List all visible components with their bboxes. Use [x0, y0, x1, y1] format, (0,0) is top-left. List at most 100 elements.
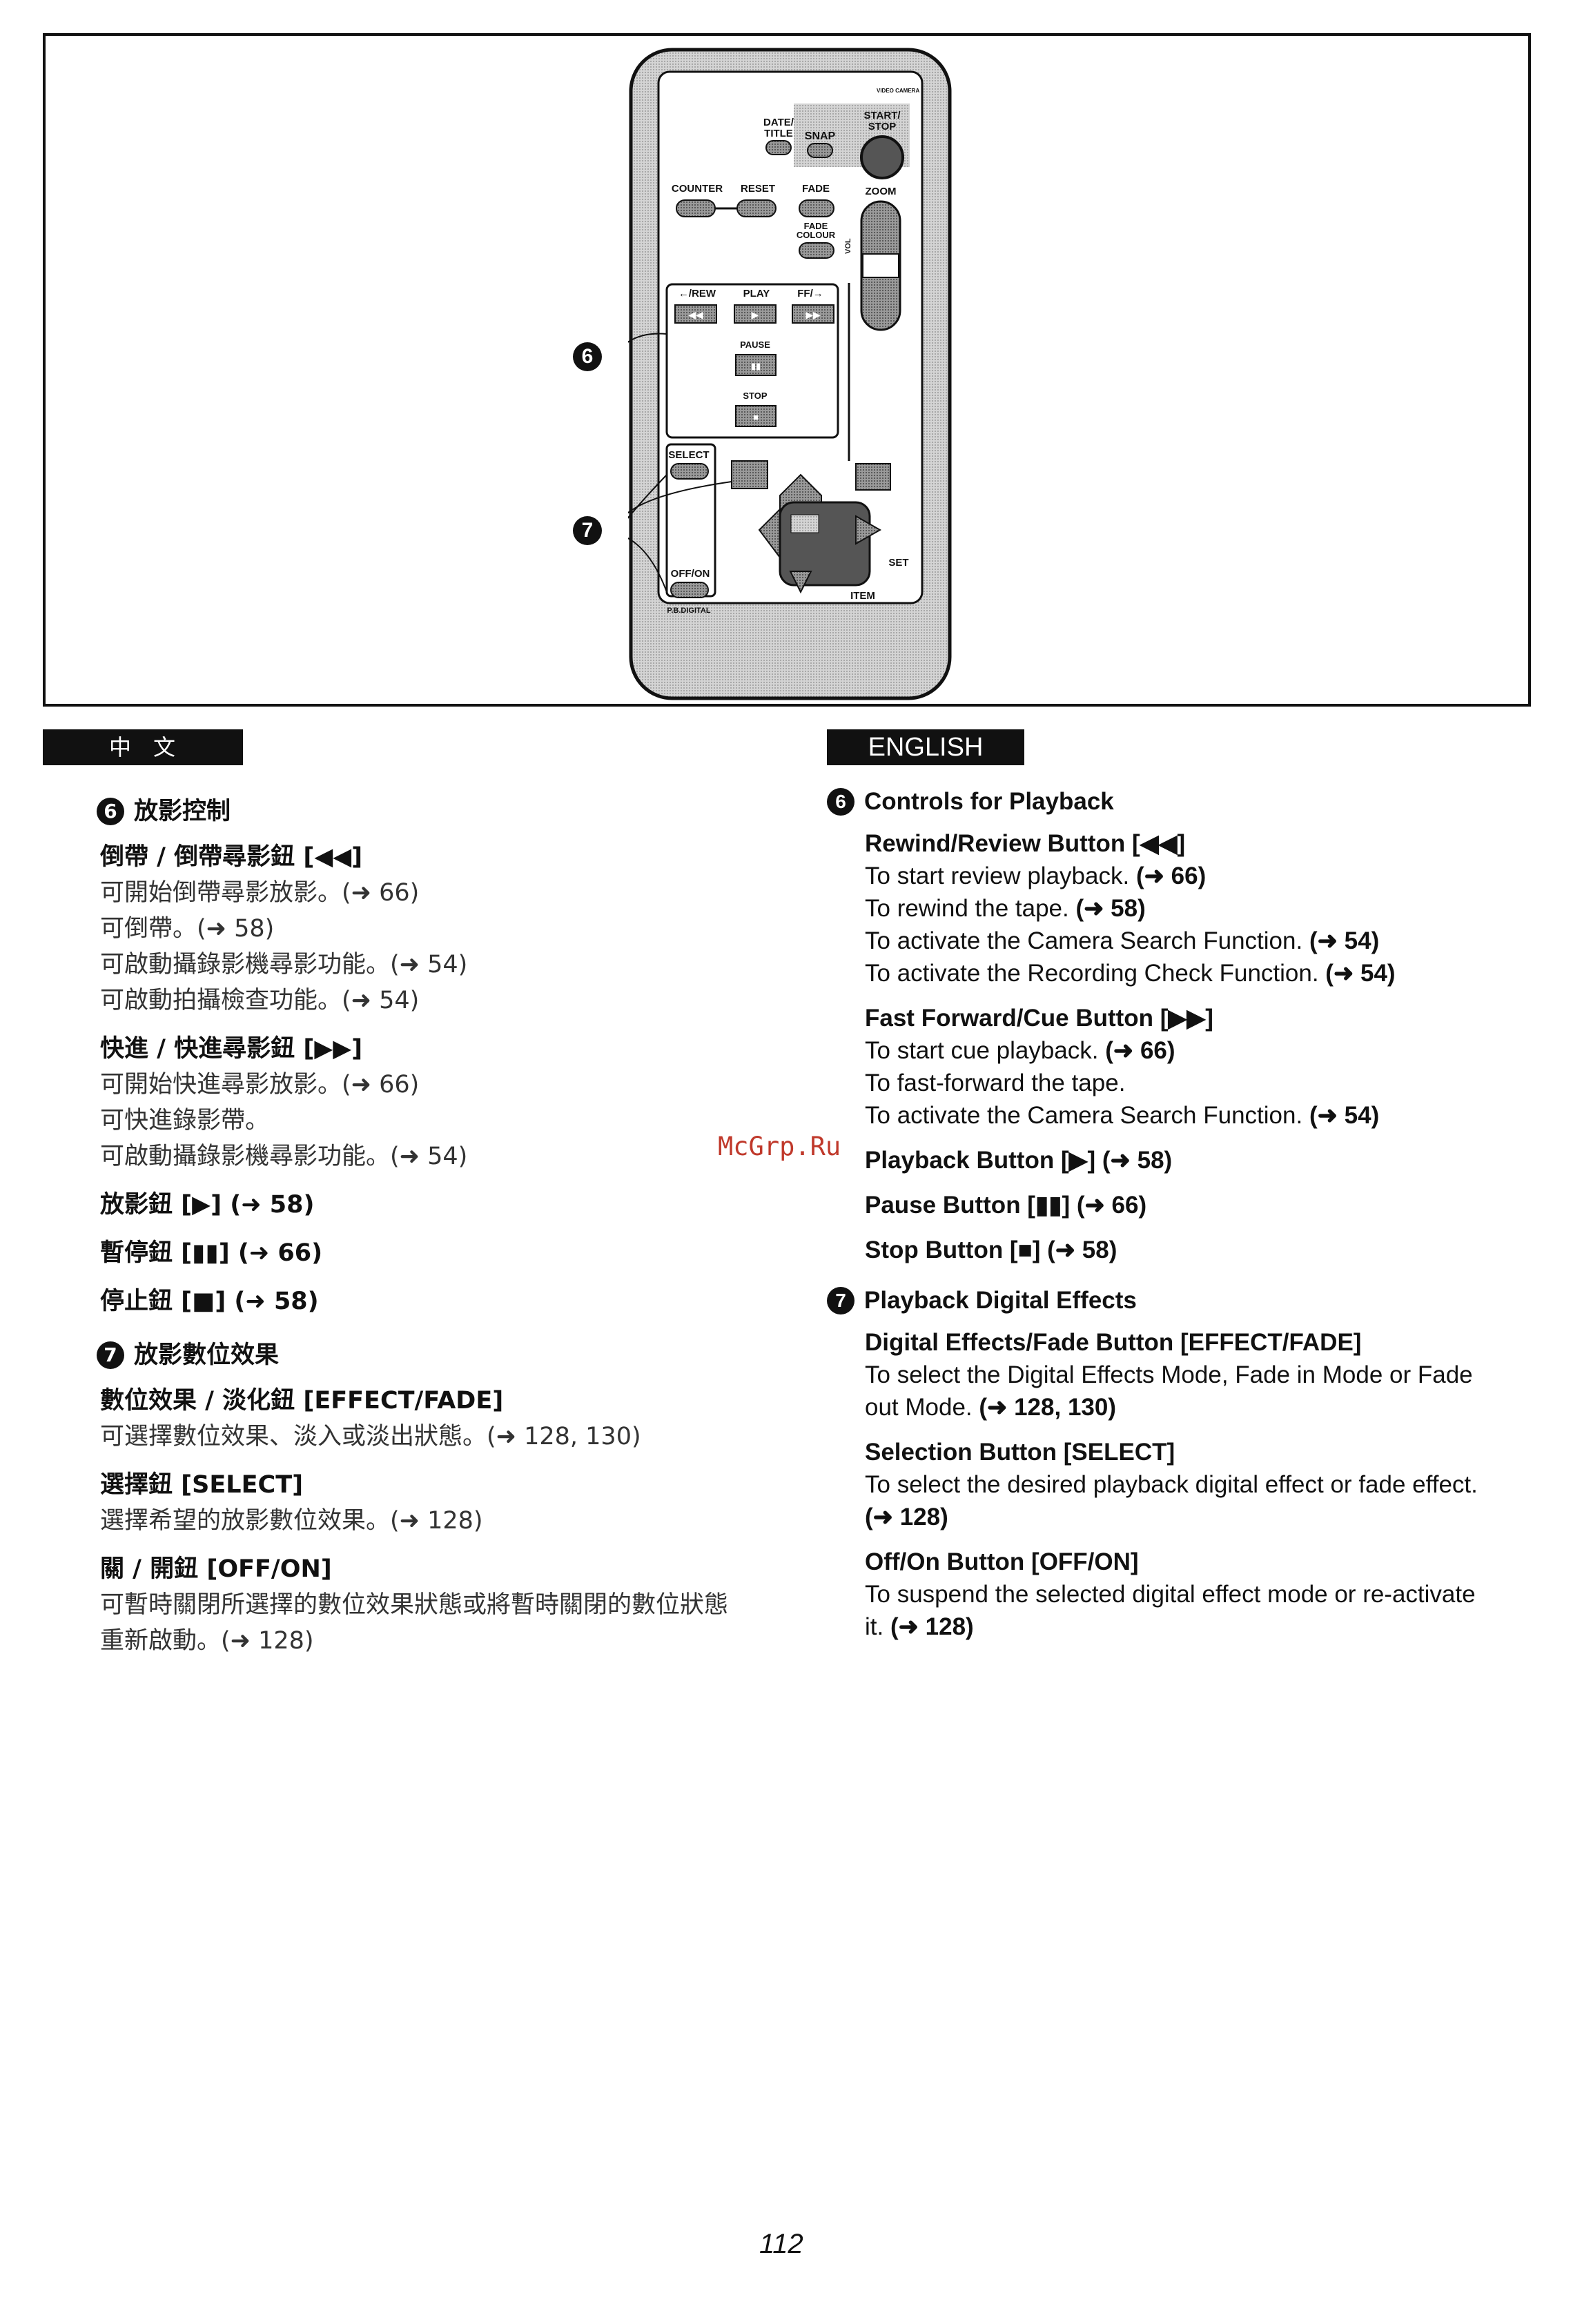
svg-text:DATE/: DATE/: [763, 117, 794, 128]
svg-text:▶: ▶: [752, 309, 759, 320]
pause-button: [735, 354, 777, 376]
svg-text:COUNTER: COUNTER: [672, 183, 723, 195]
section-number: 6: [827, 787, 855, 816]
item: Selection Button [SELECT] To select the d…: [865, 1436, 1538, 1533]
item: 倒帶 / 倒帶尋影鈕 [◀◀]可開始倒帶尋影放影。(➜ 66)可倒帶。(➜ 58…: [100, 839, 787, 1018]
off-on-button: [670, 582, 709, 598]
svg-text:FADE: FADE: [802, 183, 830, 195]
svg-text:ZOOM: ZOOM: [866, 186, 897, 197]
item-line: 可快進錄影帶。: [100, 1107, 270, 1134]
item: Off/On Button [OFF/ON]To suspend the sel…: [865, 1546, 1538, 1643]
page-number: 112: [759, 2229, 803, 2259]
counter-button: [676, 199, 716, 217]
item-line: To start cue playback. (➜ 66): [865, 1037, 1175, 1064]
remote-top-label: VIDEO CAMERA: [877, 88, 919, 94]
item-line: 可開始倒帶尋影放影。(➜ 66): [100, 879, 420, 907]
right-button: [855, 515, 882, 545]
item-title: Fast Forward/Cue Button [▶▶]: [865, 1005, 1213, 1032]
item: Digital Effects/Fade Button [EFFECT/FADE…: [865, 1326, 1538, 1424]
svg-text:COLOUR: COLOUR: [797, 230, 836, 240]
item-line: 可暫時關閉所選擇的數位效果狀態或將暫時關閉的數位狀態: [100, 1591, 729, 1619]
remote-control-illustration: VIDEO CAMERA DATE/ TITLE SNAP START/ STO…: [628, 48, 952, 700]
chinese-language-bar: 中 文: [43, 729, 243, 765]
item-title: 倒帶 / 倒帶尋影鈕 [◀◀]: [100, 843, 363, 871]
section-title: 6 Controls for Playback: [827, 785, 1538, 818]
pb-zoom-button: [855, 463, 891, 491]
item: Rewind/Review Button [◀◀]To start review…: [865, 827, 1538, 989]
watermark: McGrp.Ru: [718, 1132, 841, 1161]
section-title: 6 放影控制: [97, 794, 787, 829]
item: 選擇鈕 [SELECT] 選擇希望的放影數位效果。(➜ 128): [100, 1467, 787, 1539]
item: 數位效果 / 淡化鈕 [EFFECT/FADE]可選擇數位效果、淡入或淡出狀態。…: [100, 1383, 787, 1455]
svg-text:PLAY: PLAY: [743, 288, 770, 299]
item-title: Playback Button [▶] (➜ 58): [865, 1147, 1173, 1174]
date-title-button: [765, 140, 792, 155]
svg-text:STOP: STOP: [743, 391, 767, 401]
item-line: 可啟動攝錄影機尋影功能。(➜ 54): [100, 1143, 468, 1170]
item-line: To start review playback. (➜ 66): [865, 863, 1207, 889]
item-line: 可開始快進尋影放影。(➜ 66): [100, 1071, 420, 1099]
item-line: 選擇希望的放影數位效果。(➜ 128): [100, 1507, 483, 1535]
item-line: 可啟動拍攝檢查功能。(➜ 54): [100, 987, 420, 1014]
item-line: To rewind the tape. (➜ 58): [865, 895, 1146, 922]
svg-text:P.B.DIGITAL: P.B.DIGITAL: [667, 607, 710, 615]
item-title: Stop Button [■] (➜ 58): [865, 1237, 1117, 1263]
svg-text:ITEM: ITEM: [850, 590, 875, 602]
svg-text:VOL: VOL: [844, 238, 852, 254]
item: Stop Button [■] (➜ 58): [865, 1234, 1538, 1266]
svg-text:SELECT: SELECT: [668, 449, 709, 461]
svg-text:OFF/ON: OFF/ON: [671, 568, 710, 580]
start-stop-button: [860, 135, 904, 179]
item: 暫停鈕 [▮▮] (➜ 66): [100, 1235, 787, 1271]
item: 停止鈕 [■] (➜ 58): [100, 1283, 787, 1319]
callout-7: 7: [573, 516, 602, 545]
svg-text:◀◀: ◀◀: [688, 309, 703, 320]
stop-button: [735, 405, 777, 427]
section-title-text: Playback Digital Effects: [864, 1287, 1137, 1314]
item-line: (➜ 128): [865, 1504, 948, 1530]
play-button: [734, 304, 777, 324]
callout-6: 6: [573, 342, 602, 371]
svg-text:SNAP: SNAP: [805, 130, 836, 142]
rew-button: [674, 304, 717, 324]
item-title: 停止鈕 [■] (➜ 58): [100, 1288, 319, 1315]
item-line: To select the desired playback digital e…: [865, 1471, 1478, 1498]
reset-button: [736, 199, 777, 217]
svg-text:■: ■: [753, 412, 759, 422]
section-number: 6: [97, 798, 124, 825]
svg-text:▮▮: ▮▮: [751, 361, 761, 371]
section-title-text: 放影控制: [134, 798, 231, 825]
item-title: 快進 / 快進尋影鈕 [▶▶]: [100, 1035, 363, 1063]
remote-illustration-frame: [43, 33, 1531, 707]
svg-text:START/: START/: [863, 110, 901, 121]
svg-text:PAUSE: PAUSE: [740, 339, 770, 350]
item-title: Digital Effects/Fade Button [EFFECT/FADE…: [865, 1329, 1362, 1356]
item: Fast Forward/Cue Button [▶▶] To start cue…: [865, 1002, 1538, 1132]
svg-text:FADE: FADE: [804, 221, 828, 231]
item-title: Selection Button [SELECT]: [865, 1439, 1175, 1466]
item: 快進 / 快進尋影鈕 [▶▶] 可開始快進尋影放影。(➜ 66) 可快進錄影帶。可啟…: [100, 1031, 787, 1174]
section-title-text: Controls for Playback: [864, 788, 1114, 815]
svg-text:STOP: STOP: [868, 121, 897, 132]
item: 放影鈕 [▶] (➜ 58): [100, 1187, 787, 1223]
svg-text:TITLE: TITLE: [764, 128, 793, 139]
item-line: out Mode. (➜ 128, 130): [865, 1394, 1116, 1421]
item-line: To fast-forward the tape.: [865, 1070, 1126, 1096]
down-button: [789, 571, 812, 594]
item-title: Pause Button [▮▮] (➜ 66): [865, 1192, 1147, 1219]
item-line: To select the Digital Effects Mode, Fade…: [865, 1361, 1473, 1388]
item-title: 選擇鈕 [SELECT]: [100, 1471, 304, 1499]
section-number: 7: [97, 1341, 124, 1369]
item-line: To activate the Camera Search Function. …: [865, 1102, 1380, 1129]
item: Playback Button [▶] (➜ 58): [865, 1144, 1538, 1176]
item-title: 暫停鈕 [▮▮] (➜ 66): [100, 1239, 323, 1267]
item-line: 可啟動攝錄影機尋影功能。(➜ 54): [100, 951, 468, 978]
item-line: 重新啟動。(➜ 128): [100, 1627, 314, 1655]
item-line: To suspend the selected digital effect m…: [865, 1581, 1476, 1608]
